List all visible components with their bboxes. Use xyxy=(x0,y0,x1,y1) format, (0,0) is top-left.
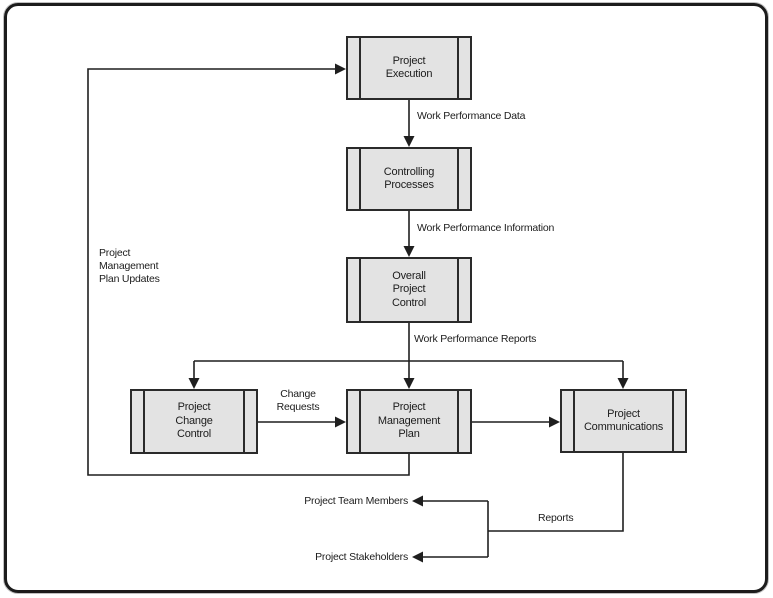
box-label-project-change-control: Project Change Control xyxy=(175,401,213,441)
box-inner-line-right xyxy=(243,391,245,452)
arrowhead-right-management-plan xyxy=(335,416,346,428)
box-project-execution: Project Execution xyxy=(346,36,472,100)
label-project-management-plan-updates: Project Management Plan Updates xyxy=(99,247,160,285)
arrowhead-left-stakeholders xyxy=(412,551,423,563)
box-inner-line-left xyxy=(573,391,575,451)
box-label-project-execution: Project Execution xyxy=(385,54,433,81)
box-inner-line-right xyxy=(457,391,459,452)
box-overall-project-control: Overall Project Control xyxy=(346,257,472,323)
box-inner-line-left xyxy=(359,149,361,209)
entity-project-team-members: Project Team Members xyxy=(304,495,408,507)
label-change-requests: Change Requests xyxy=(276,388,320,413)
edge-reports xyxy=(488,453,624,532)
box-label-overall-project-control: Overall Project Control xyxy=(391,269,427,309)
label-work-performance-information: Work Performance Information xyxy=(417,222,555,234)
box-project-communications: Project Communications xyxy=(560,389,687,453)
arrowhead-down-overall xyxy=(403,246,415,257)
box-inner-line-left xyxy=(359,259,361,321)
box-inner-line-right xyxy=(457,38,459,98)
arrowhead-right-communications xyxy=(549,416,560,428)
box-project-management-plan: Project Management Plan xyxy=(346,389,472,454)
box-inner-line-right xyxy=(457,259,459,321)
box-label-controlling-processes: Controlling Processes xyxy=(383,165,435,192)
arrowhead-down-change-control xyxy=(188,378,200,389)
label-work-performance-reports: Work Performance Reports xyxy=(414,333,537,345)
arrowhead-down-management-plan xyxy=(403,378,415,389)
edge-plan-updates-feedback xyxy=(87,68,410,476)
box-inner-line-left xyxy=(359,391,361,452)
diagram-border-frame xyxy=(4,3,768,593)
arrowhead-down-controlling xyxy=(403,136,415,147)
box-label-project-communications: Project Communications xyxy=(583,407,664,434)
box-project-change-control: Project Change Control xyxy=(130,389,258,454)
label-reports: Reports xyxy=(538,512,574,524)
entity-project-stakeholders: Project Stakeholders xyxy=(315,551,408,563)
label-work-performance-data: Work Performance Data xyxy=(417,110,526,122)
arrowhead-left-team-members xyxy=(412,495,423,507)
arrowhead-down-communications xyxy=(617,378,629,389)
box-inner-line-right xyxy=(457,149,459,209)
box-inner-line-left xyxy=(359,38,361,98)
box-inner-line-left xyxy=(143,391,145,452)
box-controlling-processes: Controlling Processes xyxy=(346,147,472,211)
box-label-project-management-plan: Project Management Plan xyxy=(377,401,441,441)
box-inner-line-right xyxy=(672,391,674,451)
arrowhead-right-execution xyxy=(335,63,346,75)
